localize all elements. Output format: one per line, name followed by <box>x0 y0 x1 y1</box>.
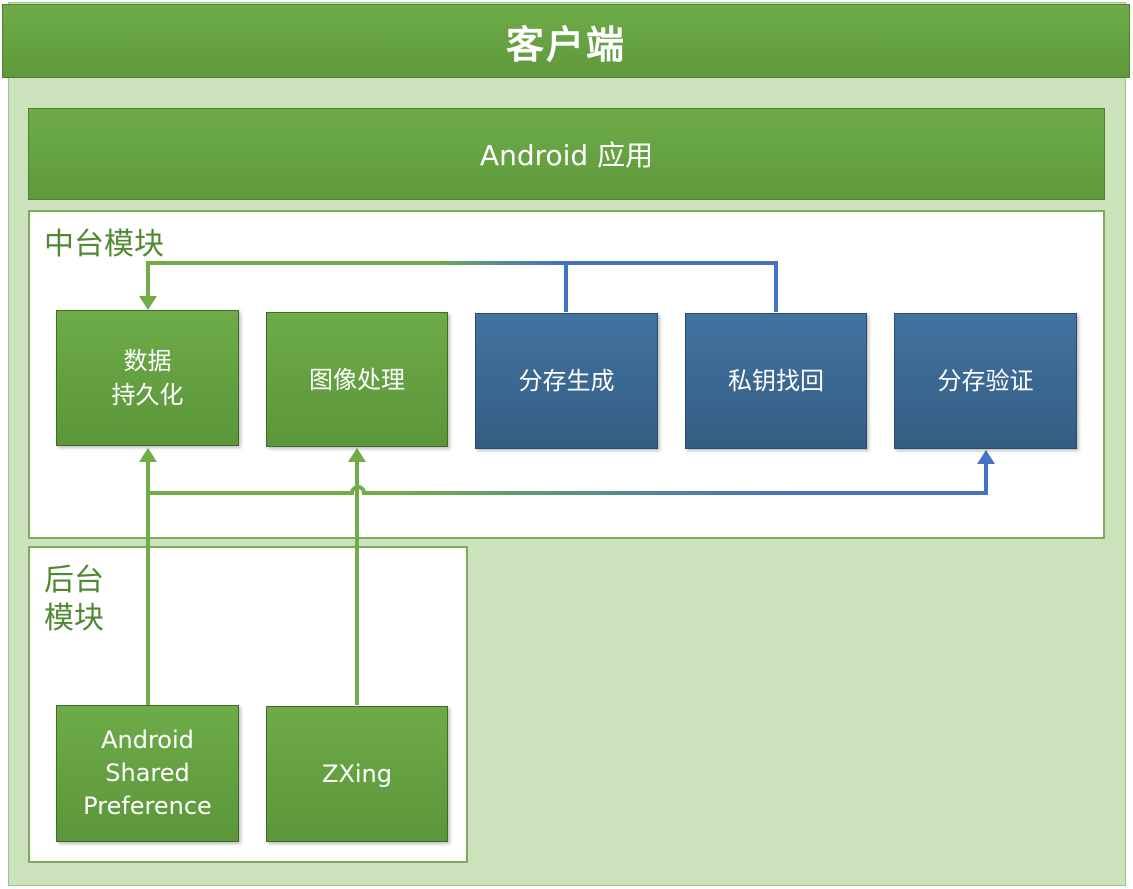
module-share-verification: 分存验证 <box>894 313 1077 449</box>
module-data-persistence: 数据 持久化 <box>56 310 239 446</box>
client-title: 客户端 <box>2 4 1130 78</box>
top-connector <box>139 261 778 312</box>
module-share-generation: 分存生成 <box>475 313 658 449</box>
backend-module-label: 后台 模块 <box>44 563 104 636</box>
shared-pref-connector <box>139 448 157 705</box>
bottom-connector <box>148 450 995 495</box>
middle-module-label: 中台模块 <box>44 227 164 262</box>
module-image-processing: 图像处理 <box>266 312 448 447</box>
module-key-recovery: 私钥找回 <box>685 313 867 449</box>
zxing-connector <box>348 448 366 705</box>
android-app-bar: Android 应用 <box>28 108 1105 200</box>
module-zxing: ZXing <box>266 706 448 842</box>
module-android-shared-preference: Android Shared Preference <box>56 705 239 842</box>
